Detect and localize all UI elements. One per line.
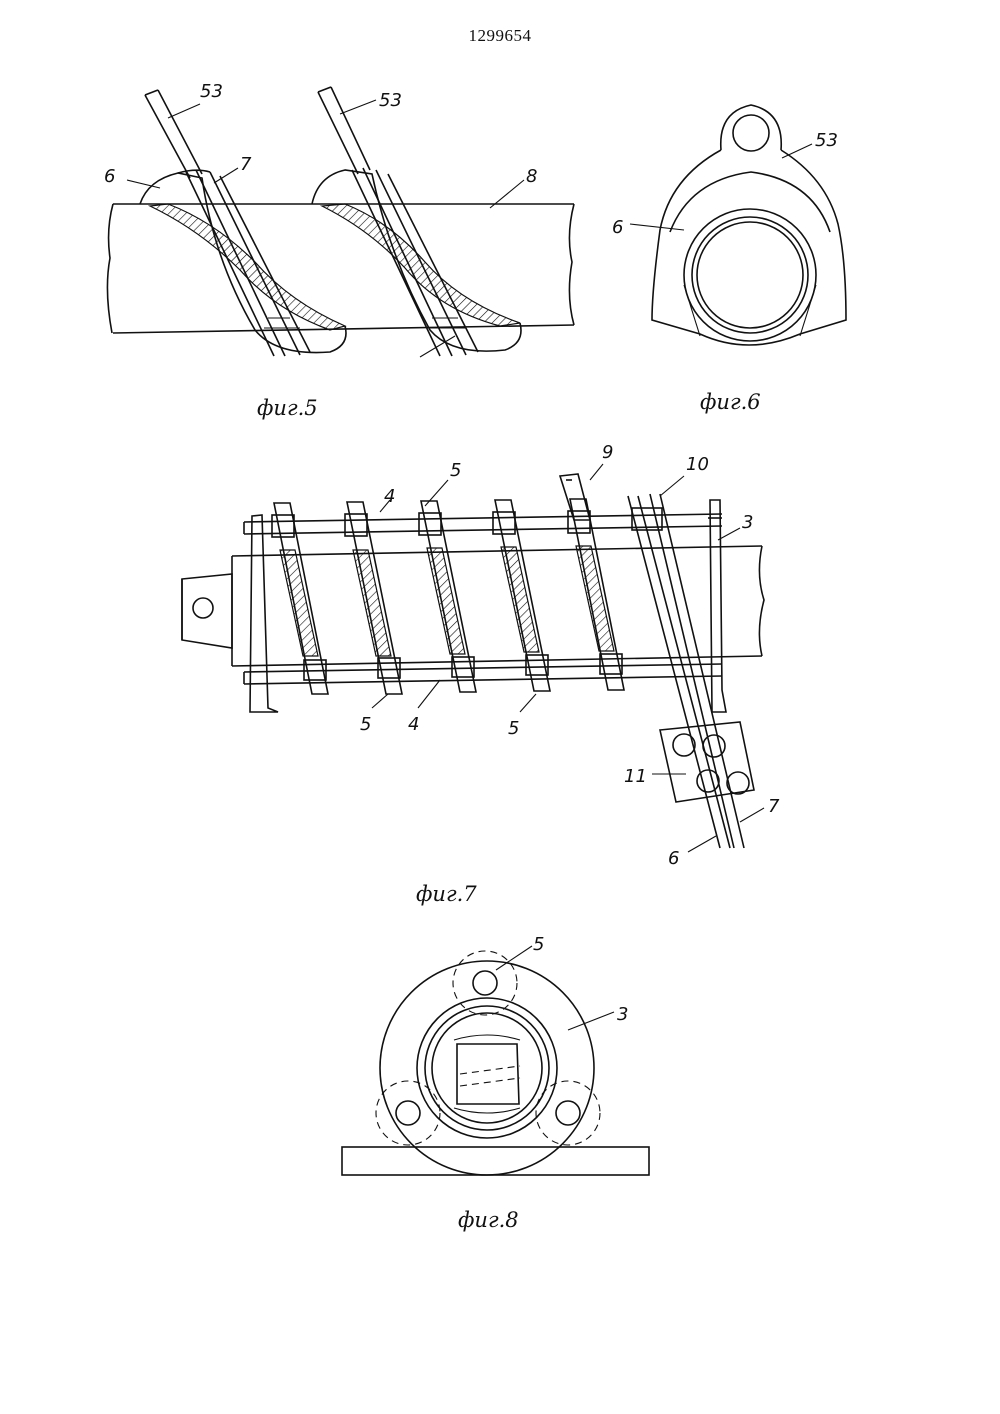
fig8-label-5: 5 <box>533 934 544 955</box>
fig7-label-9: 9 <box>602 442 613 463</box>
fig7-label-5-top: 5 <box>450 460 461 481</box>
fig6-label-53: 53 <box>815 130 838 151</box>
fig5-label-7: 7 <box>240 154 252 175</box>
figure-7: 4 5 9 10 3 5 4 5 11 7 6 <box>182 442 780 869</box>
fig7-label-4-top: 4 <box>384 486 395 507</box>
figure-8: 5 3 <box>342 934 649 1175</box>
rod-53-right <box>318 87 370 174</box>
pipe-8 <box>107 204 574 333</box>
fig8-label-3: 3 <box>617 1004 628 1025</box>
fig5-label-53a: 53 <box>200 81 223 102</box>
fig5-caption: фиг.5 <box>257 396 318 420</box>
fig5-label-6: 6 <box>104 166 115 187</box>
fig7-label-5-left: 5 <box>360 714 371 735</box>
fig6-label-6: 6 <box>612 217 623 238</box>
fig7-label-4-bottom: 4 <box>408 714 419 735</box>
fig5-label-53b: 53 <box>379 90 402 111</box>
fig7-caption: фиг.7 <box>416 882 477 906</box>
fig7-label-6: 6 <box>668 848 679 869</box>
fig7-label-10: 10 <box>686 454 709 475</box>
figure-6: 53 6 <box>612 105 846 345</box>
rod-53-left <box>145 90 202 178</box>
fig7-label-5-right: 5 <box>508 718 519 739</box>
fig7-label-3: 3 <box>742 512 753 533</box>
helix-strip-1 <box>140 170 346 356</box>
fig7-label-7: 7 <box>768 796 780 817</box>
fig7-label-11: 11 <box>624 766 647 787</box>
fig8-caption: фиг.8 <box>458 1208 519 1232</box>
figure-5: 53 53 6 7 8 <box>104 81 574 357</box>
fig6-caption: фиг.6 <box>700 390 761 414</box>
fig5-label-8: 8 <box>526 166 537 187</box>
